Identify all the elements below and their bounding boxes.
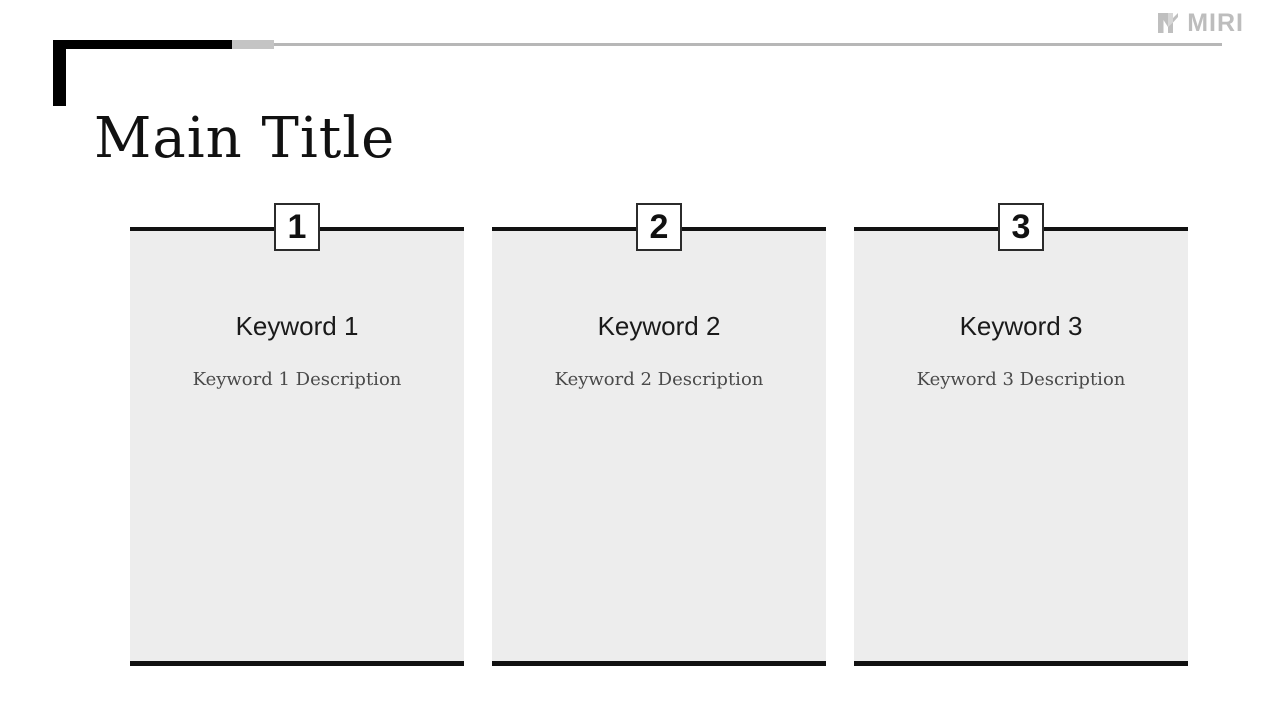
card-number-badge: 1 [274, 203, 320, 251]
brand-name: MIRI [1187, 8, 1244, 37]
keyword-card-2[interactable]: 2 Keyword 2 Keyword 2 Description [492, 203, 826, 666]
keyword-card-body [130, 227, 464, 666]
card-keyword-description: Keyword 1 Description [192, 369, 402, 390]
card-keyword-title: Keyword 1 [235, 311, 359, 341]
miri-logo-mark-icon [1158, 13, 1179, 33]
keyword-card-body [492, 227, 826, 666]
header-rule-thin-line [274, 43, 1222, 46]
card-number-badge: 3 [998, 203, 1044, 251]
keyword-cards-row: 1 Keyword 1 Keyword 1 Description 2 Keyw… [130, 203, 1188, 666]
header-rule-secondary-segment [232, 40, 274, 49]
header-rule [53, 40, 1222, 49]
card-keyword-title: Keyword 2 [597, 311, 721, 341]
card-keyword-description: Keyword 2 Description [554, 369, 764, 390]
brand-logo: MIRI [1155, 10, 1244, 36]
keyword-card-body [854, 227, 1188, 666]
keyword-card-3[interactable]: 3 Keyword 3 Keyword 3 Description [854, 203, 1188, 666]
keyword-card-1[interactable]: 1 Keyword 1 Keyword 1 Description [130, 203, 464, 666]
page-title: Main Title [94, 105, 396, 171]
header-rule-primary-segment [53, 40, 232, 49]
card-keyword-description: Keyword 3 Description [916, 369, 1126, 390]
card-number-badge: 2 [636, 203, 682, 251]
title-bracket-stem [53, 40, 66, 106]
card-keyword-title: Keyword 3 [959, 311, 1083, 341]
